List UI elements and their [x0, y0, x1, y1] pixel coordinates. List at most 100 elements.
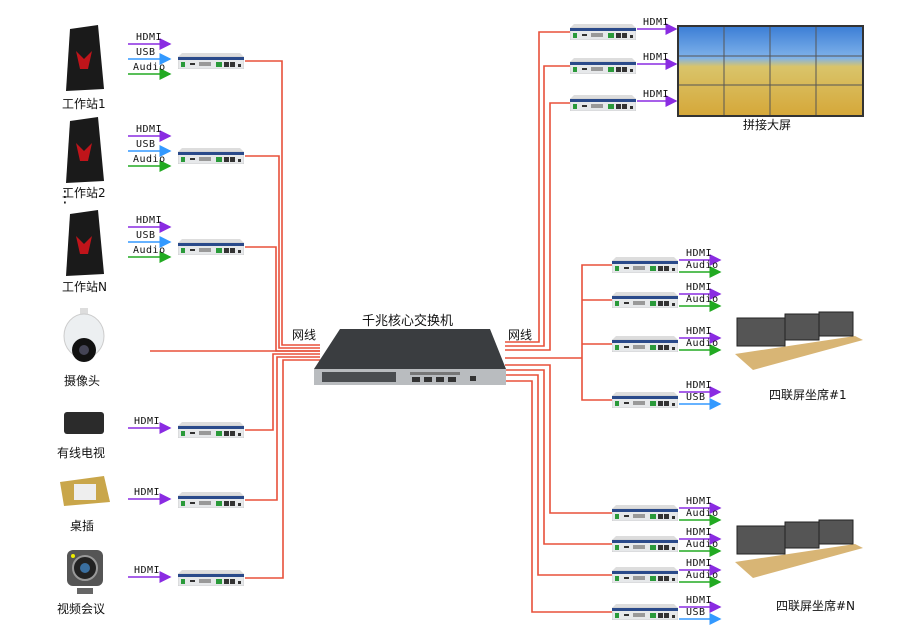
kvm-extender-icon	[611, 257, 679, 274]
signal-label: HDMI	[136, 215, 163, 226]
switch-icon	[314, 329, 506, 385]
kvm-extender-icon	[611, 392, 679, 409]
signal-label: HDMI	[134, 487, 161, 498]
seat-n-desk[interactable]	[735, 518, 865, 582]
kvm-extender-icon	[177, 422, 245, 439]
signal-label: HDMI	[686, 326, 713, 337]
decoder-box[interactable]	[569, 58, 637, 75]
signal-label: Audio	[133, 62, 166, 73]
wire	[505, 31, 570, 343]
source-label: 工作站2	[62, 186, 106, 200]
decoder-box[interactable]	[611, 392, 679, 409]
video-wall[interactable]	[677, 25, 864, 117]
wire	[505, 369, 612, 545]
decoder-box[interactable]	[611, 292, 679, 309]
signal-label: HDMI	[134, 565, 161, 576]
encoder-box[interactable]	[177, 570, 245, 587]
video-wall-label: 拼接大屏	[743, 118, 792, 132]
signal-label: HDMI	[686, 527, 713, 538]
kvm-extender-icon	[569, 24, 637, 41]
source-label: 桌插	[70, 519, 95, 533]
set-top-box	[62, 408, 106, 442]
signal-label: HDMI	[686, 496, 713, 507]
signal-label: HDMI	[686, 595, 713, 606]
decoder-box[interactable]	[611, 604, 679, 621]
decoder-box[interactable]	[611, 336, 679, 353]
source-label: 工作站N	[62, 280, 107, 294]
encoder-box[interactable]	[177, 492, 245, 509]
kvm-extender-icon	[569, 58, 637, 75]
wire	[245, 155, 320, 349]
signal-label: USB	[686, 607, 706, 618]
ellipsis: ⋮	[57, 187, 73, 206]
workstation-1	[62, 25, 106, 97]
signal-label: Audio	[133, 245, 166, 256]
encoder-box[interactable]	[177, 53, 245, 70]
seat-n-label: 四联屏坐席#N	[776, 599, 856, 613]
kvm-extender-icon	[177, 239, 245, 256]
decoder-box[interactable]	[569, 95, 637, 112]
workstation-2	[62, 117, 106, 189]
switch-label: 千兆核心交换机	[362, 314, 454, 329]
quad-monitor-desk-icon	[735, 519, 863, 578]
signal-label: USB	[136, 139, 156, 150]
signal-label: HDMI	[686, 248, 713, 259]
right-cable-label: 网线	[508, 328, 533, 342]
kvm-extender-icon	[611, 604, 679, 621]
signal-label: HDMI	[686, 558, 713, 569]
kvm-extender-icon	[611, 536, 679, 553]
signal-label: HDMI	[643, 89, 670, 100]
kvm-extender-icon	[177, 570, 245, 587]
signal-label: Audio	[686, 539, 719, 550]
wire	[245, 359, 320, 579]
left-cable-label: 网线	[292, 328, 317, 342]
webcam-icon	[67, 550, 103, 594]
conference-camera	[65, 548, 105, 600]
desk-socket	[56, 474, 112, 512]
encoder-box[interactable]	[177, 148, 245, 165]
signal-label: Audio	[686, 508, 719, 519]
video-wall-grid	[679, 27, 862, 115]
decoder-box[interactable]	[611, 505, 679, 522]
kvm-extender-icon	[177, 492, 245, 509]
encoder-box[interactable]	[177, 422, 245, 439]
workstation-tower-icon	[66, 210, 104, 276]
camera	[62, 308, 106, 374]
kvm-extender-icon	[177, 53, 245, 70]
desk-socket-icon	[60, 476, 110, 506]
signal-label: Audio	[686, 260, 719, 271]
wire	[505, 102, 570, 351]
signal-label: Audio	[686, 570, 719, 581]
signal-label: Audio	[686, 294, 719, 305]
wire	[505, 364, 612, 514]
wire	[505, 374, 612, 576]
source-label: 有线电视	[57, 446, 106, 460]
signal-label: HDMI	[686, 380, 713, 391]
kvm-extender-icon	[611, 336, 679, 353]
core-switch	[310, 325, 510, 387]
decoder-box[interactable]	[611, 536, 679, 553]
quad-monitor-desk-icon	[735, 311, 863, 370]
encoder-box[interactable]	[177, 239, 245, 256]
signal-label: USB	[136, 230, 156, 241]
signal-label: Audio	[686, 338, 719, 349]
set-top-box-icon	[64, 412, 104, 434]
signal-label: HDMI	[134, 416, 161, 427]
wire	[581, 264, 612, 401]
source-label: 工作站1	[62, 97, 106, 111]
decoder-box[interactable]	[569, 24, 637, 41]
seat-1-label: 四联屏坐席#1	[769, 388, 847, 402]
signal-label: USB	[686, 392, 706, 403]
signal-label: HDMI	[136, 124, 163, 135]
seat-1-desk[interactable]	[735, 310, 865, 374]
wire	[505, 65, 570, 347]
kvm-extender-icon	[611, 292, 679, 309]
signal-label: USB	[136, 47, 156, 58]
kvm-extender-icon	[569, 95, 637, 112]
decoder-box[interactable]	[611, 567, 679, 584]
source-label: 摄像头	[64, 374, 101, 388]
signal-label: HDMI	[136, 32, 163, 43]
decoder-box[interactable]	[611, 257, 679, 274]
signal-label: HDMI	[643, 17, 670, 28]
